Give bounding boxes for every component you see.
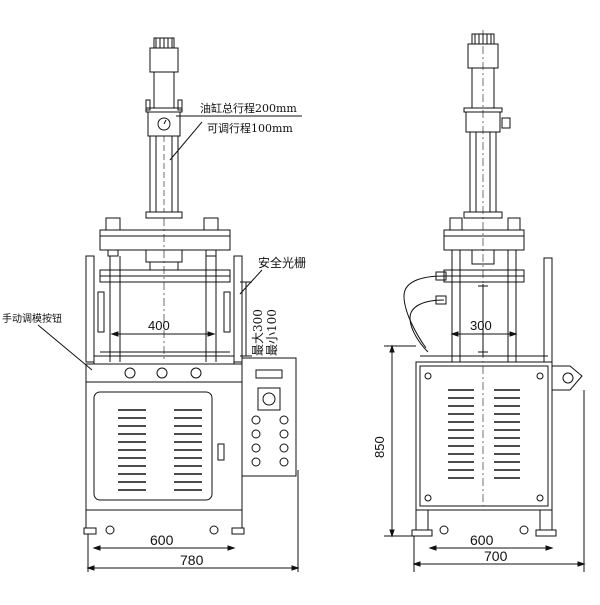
base-width-dim: 600 [150, 532, 174, 548]
overall-width-dim: 780 [180, 552, 204, 568]
panel-button-icon [279, 415, 289, 425]
inner-width-dim: 400 [148, 318, 170, 333]
light-curtain-right [233, 255, 243, 363]
adjustable-stroke-label: 可调行程100mm [207, 122, 293, 135]
adjust-knob-icon [124, 367, 136, 379]
max-opening-label: 最大300 [251, 309, 265, 356]
panel-button-icon [279, 429, 289, 439]
min-opening-label: 最小100 [265, 309, 279, 356]
light-curtain-left [85, 255, 95, 363]
adjust-knob-icon [156, 367, 168, 379]
key-switch-icon [262, 392, 276, 406]
control-panel [241, 357, 297, 477]
front-upper-cabinet [85, 363, 243, 383]
inner-depth-dim: 300 [470, 318, 492, 333]
height-dim: 850 [372, 436, 387, 458]
front-view: 油缸总行程200mm 可调行程100mm 安全光栅 400 最大300 [2, 37, 306, 572]
base-depth-dim: 600 [470, 532, 494, 548]
counter-display [255, 369, 283, 379]
adjust-knob-icon [190, 367, 202, 379]
front-top-plate [99, 229, 231, 251]
cylinder-stroke-label: 油缸总行程200mm [200, 101, 297, 115]
panel-button-icon [279, 457, 289, 467]
panel-button-icon [251, 443, 261, 453]
front-cabinet [85, 381, 243, 511]
side-view: 300 [372, 30, 586, 572]
vent-louvers-front [118, 409, 202, 491]
pressure-gauge-icon [157, 117, 171, 131]
light-curtain-label: 安全光栅 [258, 255, 306, 270]
panel-button-icon [251, 429, 261, 439]
front-cylinder [145, 37, 183, 219]
manual-knob-label: 手动调模按钮 [2, 312, 62, 325]
vent-louvers-side [448, 389, 520, 479]
panel-button-icon [279, 443, 289, 453]
overall-depth-dim: 700 [484, 548, 508, 564]
panel-button-icon [251, 415, 261, 425]
adjust-handwheel-icon [501, 117, 511, 129]
side-cabinet [415, 361, 553, 511]
panel-button-icon [251, 457, 261, 467]
